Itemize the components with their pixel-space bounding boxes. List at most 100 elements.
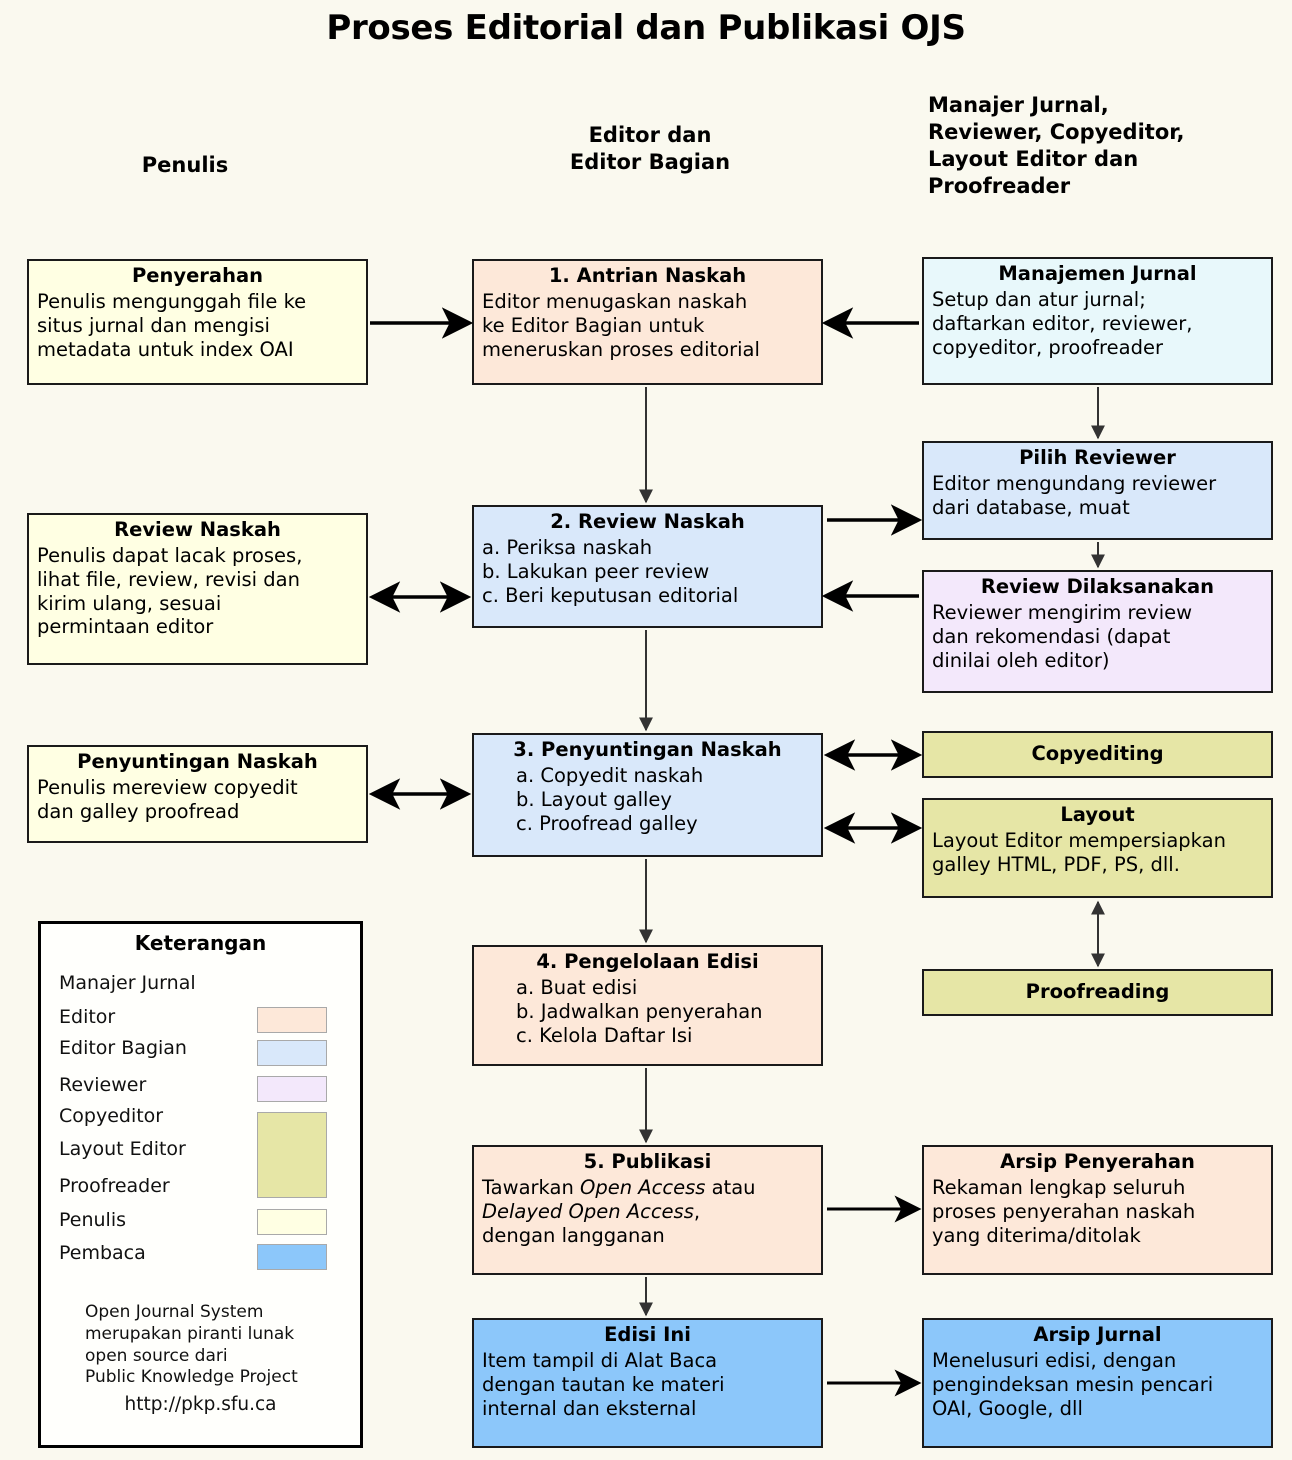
box-edisi-ini-line3: internal dan eksternal [482, 1396, 697, 1420]
box-arsip-jurnal[interactable]: Arsip Jurnal Menelusuri edisi, dengan pe… [922, 1318, 1273, 1448]
legend-note-line2: merupakan piranti lunak [85, 1323, 295, 1344]
box-review-naskah-penulis-line1: Penulis dapat lacak proses, [37, 543, 303, 567]
box-penyuntingan-naskah-3-title: 3. Penyuntingan Naskah [513, 738, 782, 761]
legend-note-line4: Public Knowledge Project [85, 1367, 298, 1388]
box-pengelolaan-edisi-line2: b. Jadwalkan penyerahan [516, 999, 763, 1023]
box-manajemen-jurnal[interactable]: Manajemen Jurnal Setup dan atur jurnal; … [922, 257, 1273, 385]
box-layout-line1: Layout Editor mempersiapkan [932, 828, 1226, 852]
box-review-dilaksanakan[interactable]: Review Dilaksanakan Reviewer mengirim re… [922, 570, 1273, 693]
box-pilih-reviewer-line2: dari database, muat [932, 495, 1130, 519]
box-penyuntingan-naskah-3[interactable]: 3. Penyuntingan Naskah a. Copyedit naska… [472, 733, 823, 857]
box-pilih-reviewer-line1: Editor mengundang reviewer [932, 471, 1217, 495]
box-review-dilaksanakan-line1: Reviewer mengirim review [932, 600, 1193, 624]
legend-swatch-reviewer [257, 1076, 327, 1102]
legend-note-line3: open source dari [85, 1345, 228, 1366]
box-review-naskah-2-title: 2. Review Naskah [550, 510, 745, 533]
box-layout-line2: galley HTML, PDF, PS, dll. [932, 852, 1180, 876]
box-publikasi-delayed-open-access: Delayed Open Access [482, 1199, 694, 1223]
legend-panel: Keterangan Manajer Jurnal Editor Editor … [38, 921, 363, 1448]
box-publikasi-line1-post: atau [705, 1175, 756, 1199]
box-pilih-reviewer[interactable]: Pilih Reviewer Editor mengundang reviewe… [922, 441, 1273, 540]
box-review-naskah-penulis-line2: lihat file, review, revisi dan [37, 567, 300, 591]
box-pilih-reviewer-title: Pilih Reviewer [1019, 446, 1176, 469]
box-arsip-penyerahan[interactable]: Arsip Penyerahan Rekaman lengkap seluruh… [922, 1145, 1273, 1275]
box-penyuntingan-naskah-penulis-title: Penyuntingan Naskah [77, 750, 318, 773]
legend-swatch-editor-bagian [257, 1040, 327, 1066]
box-penyuntingan-naskah-3-line2: b. Layout galley [516, 787, 672, 811]
box-publikasi-title: 5. Publikasi [583, 1150, 712, 1173]
legend-swatch-editor [257, 1007, 327, 1033]
column-header-others-line3: Layout Editor dan [928, 146, 1139, 171]
box-arsip-penyerahan-title: Arsip Penyerahan [1000, 1150, 1195, 1173]
box-review-naskah-penulis[interactable]: Review Naskah Penulis dapat lacak proses… [27, 513, 368, 665]
box-antrian-naskah[interactable]: 1. Antrian Naskah Editor menugaskan nask… [472, 259, 823, 385]
box-layout[interactable]: Layout Layout Editor mempersiapkan galle… [922, 798, 1273, 898]
box-penyerahan-line1: Penulis mengunggah file ke [37, 289, 307, 313]
box-review-naskah-2-line2: b. Lakukan peer review [482, 559, 710, 583]
box-layout-title: Layout [1060, 803, 1135, 826]
box-antrian-naskah-line1: Editor menugaskan naskah [482, 289, 748, 313]
box-arsip-penyerahan-line1: Rekaman lengkap seluruh [932, 1175, 1186, 1199]
box-manajemen-jurnal-line3: copyeditor, proofreader [932, 335, 1163, 359]
box-edisi-ini-line1: Item tampil di Alat Baca [482, 1348, 718, 1372]
box-penyuntingan-naskah-penulis-line2: dan galley proofread [37, 799, 240, 823]
box-pengelolaan-edisi[interactable]: 4. Pengelolaan Edisi a. Buat edisi b. Ja… [472, 945, 823, 1066]
box-penyerahan-line2: situs jurnal dan mengisi [37, 313, 270, 337]
box-pengelolaan-edisi-line3: c. Kelola Daftar Isi [516, 1023, 693, 1047]
box-review-naskah-2[interactable]: 2. Review Naskah a. Periksa naskah b. La… [472, 505, 823, 628]
column-header-others-line1: Manajer Jurnal, [928, 93, 1109, 117]
box-penyuntingan-naskah-penulis[interactable]: Penyuntingan Naskah Penulis mereview cop… [27, 745, 368, 843]
box-publikasi-line1: Tawarkan Open Access atau [482, 1176, 813, 1200]
legend-row-penulis: Penulis [59, 1209, 127, 1231]
box-copyediting[interactable]: Copyediting [922, 731, 1273, 778]
legend-url: http://pkp.sfu.ca [124, 1394, 277, 1415]
box-review-dilaksanakan-line2: dan rekomendasi (dapat [932, 624, 1171, 648]
legend-swatch-pembaca [257, 1244, 327, 1270]
box-publikasi-line3: dengan langganan [482, 1223, 665, 1247]
box-penyerahan-title: Penyerahan [131, 264, 264, 287]
legend-note: Open Journal System merupakan piranti lu… [85, 1302, 298, 1389]
box-proofreading[interactable]: Proofreading [922, 969, 1273, 1016]
legend-row-proofreader: Proofreader [59, 1175, 170, 1197]
box-review-naskah-2-line1: a. Periksa naskah [482, 535, 653, 559]
box-penyuntingan-naskah-3-line1: a. Copyedit naskah [516, 763, 704, 787]
box-arsip-jurnal-line1: Menelusuri edisi, dengan [932, 1348, 1177, 1372]
legend-row-manajer-jurnal: Manajer Jurnal [59, 972, 196, 994]
box-review-naskah-penulis-title: Review Naskah [114, 518, 281, 541]
box-antrian-naskah-title: 1. Antrian Naskah [548, 264, 747, 287]
column-header-others-line4: Proofreader [928, 173, 1071, 198]
page-title: Proses Editorial dan Publikasi OJS [326, 8, 966, 48]
box-edisi-ini-title: Edisi Ini [604, 1323, 691, 1346]
legend-row-pembaca: Pembaca [59, 1242, 146, 1264]
column-header-others: Manajer Jurnal, Reviewer, Copyeditor, La… [928, 92, 1288, 200]
box-edisi-ini[interactable]: Edisi Ini Item tampil di Alat Baca denga… [472, 1318, 823, 1448]
box-pengelolaan-edisi-title: 4. Pengelolaan Edisi [536, 950, 759, 973]
box-review-naskah-penulis-line4: permintaan editor [37, 615, 214, 639]
column-header-editor-line1: Editor dan [588, 123, 712, 147]
box-penyerahan[interactable]: Penyerahan Penulis mengunggah file ke si… [27, 259, 368, 385]
legend-row-reviewer: Reviewer [59, 1074, 147, 1096]
column-header-editor-line2: Editor Bagian [569, 149, 731, 174]
legend-row-copyeditor: Copyeditor [59, 1105, 164, 1127]
box-edisi-ini-line2: dengan tautan ke materi [482, 1372, 725, 1396]
legend-swatch-copyeditor-layout-proofreader [257, 1112, 327, 1198]
box-antrian-naskah-line2: ke Editor Bagian untuk [482, 313, 705, 337]
box-antrian-naskah-line3: meneruskan proses editorial [482, 337, 760, 361]
legend-swatch-penulis [257, 1209, 327, 1235]
box-publikasi[interactable]: 5. Publikasi Tawarkan Open Access atau D… [472, 1145, 823, 1275]
legend-note-line1: Open Journal System [85, 1302, 264, 1322]
box-penyuntingan-naskah-3-line3: c. Proofread galley [516, 811, 698, 835]
box-publikasi-line2: Delayed Open Access, [482, 1200, 813, 1224]
box-manajemen-jurnal-title: Manajemen Jurnal [998, 262, 1197, 285]
box-review-dilaksanakan-line3: dinilai oleh editor) [932, 648, 1110, 672]
legend-row-layout-editor: Layout Editor [59, 1138, 186, 1160]
box-publikasi-line2-post: , [693, 1199, 701, 1223]
box-arsip-jurnal-line3: OAI, Google, dll [932, 1396, 1083, 1420]
box-manajemen-jurnal-line1: Setup dan atur jurnal; [932, 287, 1146, 311]
box-copyediting-title: Copyediting [1031, 741, 1164, 765]
column-header-others-line2: Reviewer, Copyeditor, [928, 119, 1185, 144]
box-review-dilaksanakan-title: Review Dilaksanakan [980, 575, 1215, 598]
box-penyerahan-line3: metadata untuk index OAI [37, 337, 294, 361]
column-header-editor: Editor dan Editor Bagian [490, 122, 810, 176]
